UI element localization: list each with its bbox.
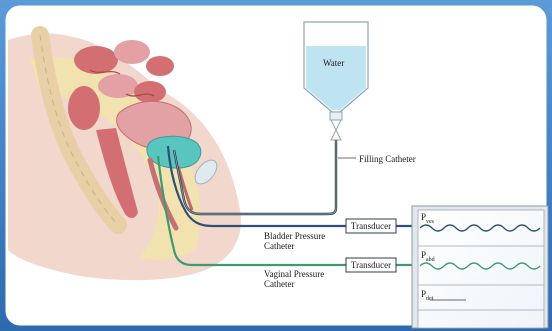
- water-label: Water: [323, 58, 344, 68]
- channel-ves-label: Pves: [421, 212, 434, 225]
- filling-catheter-label: Filling Catheter: [359, 154, 416, 164]
- bladder-pressure-catheter-label-line2: Catheter: [264, 241, 295, 251]
- channel-det-label: Pdet: [421, 289, 433, 302]
- transducer-top-label: Transducer: [346, 220, 396, 233]
- vaginal-pressure-catheter-label-line1: Vaginal Pressure: [264, 269, 324, 279]
- transducer-bottom-label: Transducer: [346, 259, 396, 272]
- vaginal-pressure-catheter-label-line2: Catheter: [264, 279, 295, 289]
- bladder-pressure-catheter-label-line1: Bladder Pressure: [264, 231, 325, 241]
- channel-abd-label: Pabd: [421, 250, 435, 263]
